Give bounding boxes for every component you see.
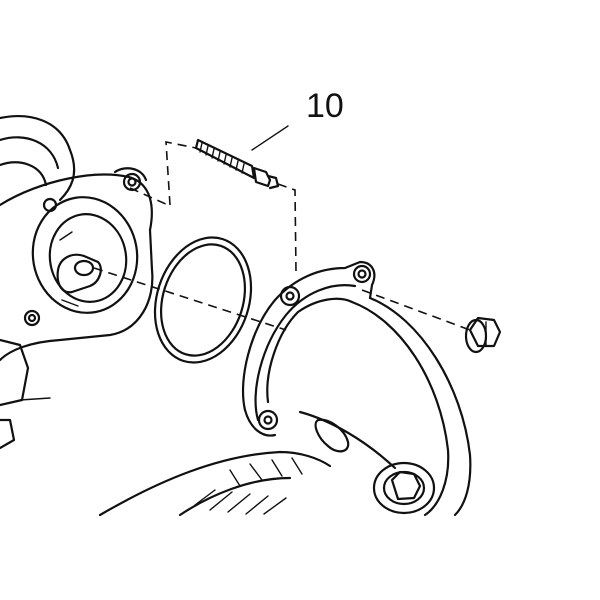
threaded-stud	[194, 138, 280, 190]
o-ring-gasket	[153, 236, 253, 364]
callout-number: 10	[306, 87, 344, 125]
flange-nut	[464, 316, 502, 354]
callout-leader-line	[251, 125, 289, 151]
assembly-lines	[93, 141, 471, 331]
pump-housing	[0, 115, 154, 450]
outlet-elbow-housing	[98, 260, 472, 517]
